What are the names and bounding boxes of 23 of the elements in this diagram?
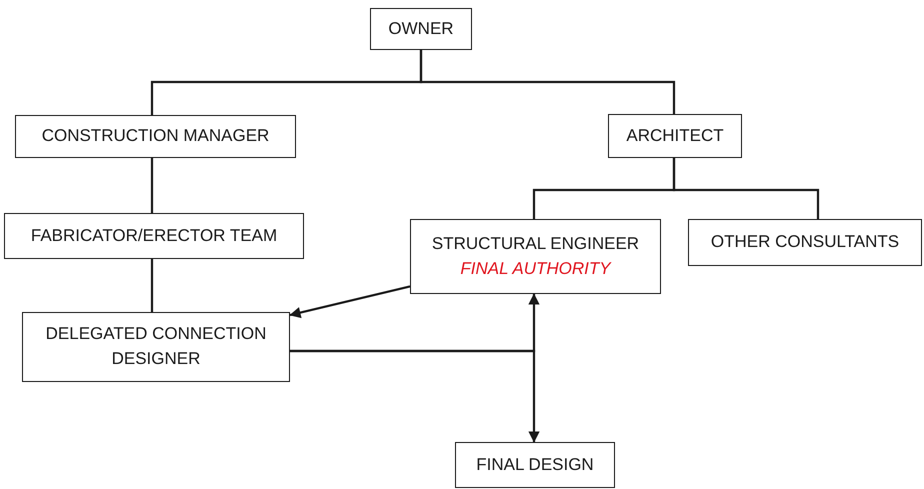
arrow [290,350,540,443]
org-box [15,115,296,158]
org-box [410,219,661,294]
role-label: DELEGATED CONNECTION DESIGNER [44,323,268,370]
connector-line [150,158,154,213]
authority-note: FINAL AUTHORITY [460,258,611,280]
role-label: CONSTRUCTION MANAGER [42,125,270,148]
connector-line [672,158,820,219]
org-box [608,114,742,158]
org-box [22,312,290,382]
role-label: ARCHITECT [626,124,724,147]
org-box [688,219,922,266]
arrow [289,285,410,318]
org-box [455,442,615,488]
org-box [370,8,472,50]
connector-line [150,259,154,312]
role-label: OTHER CONSULTANTS [710,231,900,254]
connector-line [420,50,676,114]
role-label: STRUCTURAL ENGINEER [432,232,640,255]
role-label: OWNER [388,18,454,40]
org-box [4,213,304,259]
role-label: FINAL DESIGN [476,454,594,476]
role-label: FABRICATOR/ERECTOR TEAM [30,224,278,247]
